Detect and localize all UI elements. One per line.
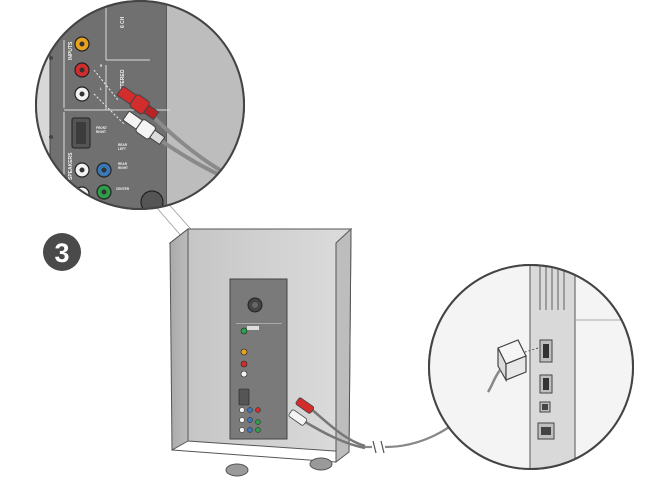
label-speakers: SPEAKERS (68, 152, 74, 180)
rca-plug-white-icon (288, 409, 308, 426)
zoom-inset-outlet (428, 264, 634, 470)
cabinet-foot (309, 457, 333, 471)
step-number: 3 (54, 238, 69, 268)
rca-plug-red-zoom (116, 85, 160, 121)
rca-plug-white-zoom (122, 110, 166, 146)
rca-cable (288, 397, 366, 450)
label-stereo: STEREO (120, 69, 126, 90)
subwoofer-illustration (168, 227, 353, 477)
cabinet-foot (225, 463, 249, 477)
cabinet-side (169, 227, 189, 451)
label-r: R (100, 64, 103, 68)
jack-yellow (240, 348, 248, 356)
cable-break-icon (372, 440, 385, 454)
connector-port (238, 388, 250, 406)
jack-red (240, 360, 248, 368)
jack-white (240, 370, 248, 378)
label-l: L (100, 87, 102, 91)
label-center: CENTER (116, 187, 130, 191)
power-plug-icon (497, 339, 527, 383)
wall-vent (539, 265, 565, 310)
label-inputs: INPUTS (68, 41, 74, 60)
label-6ch: 6 CH (120, 16, 126, 28)
jack-green (240, 327, 248, 335)
step-badge: 3 (43, 233, 81, 271)
wall-outlet-icon (537, 339, 555, 440)
rca-plug-red-icon (295, 397, 315, 414)
